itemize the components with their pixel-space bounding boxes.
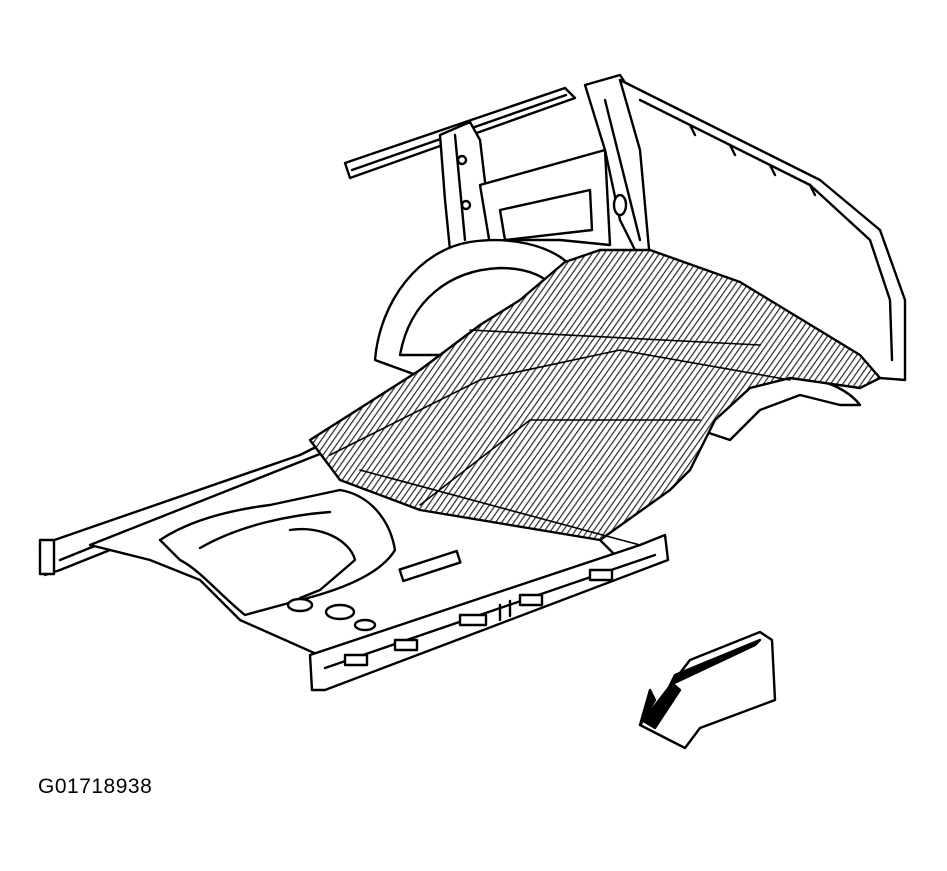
- forward-direction-arrow-icon: [638, 630, 777, 750]
- right-quarter-panel: [618, 78, 907, 382]
- rear-seat-back-panel: [478, 148, 612, 247]
- center-tunnel: [158, 488, 397, 617]
- rear-floor-panel: [308, 248, 882, 546]
- figure-id-label: G01718938: [38, 775, 153, 798]
- rear-crossmember: [308, 533, 670, 692]
- seat-mount-details: [286, 549, 462, 632]
- left-rear-wheelhouse: [373, 238, 572, 382]
